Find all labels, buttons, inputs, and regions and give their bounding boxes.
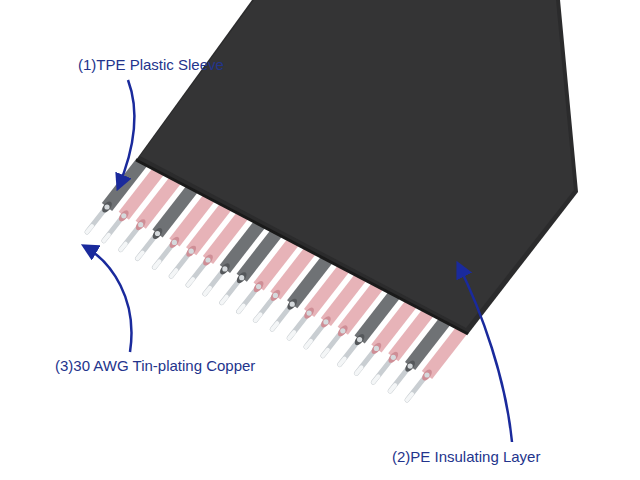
leader-arrow — [118, 80, 134, 188]
leader-arrow — [84, 246, 131, 352]
ribbon-body — [136, 0, 578, 334]
callout-label: (1)TPE Plastic Sleeve — [78, 56, 224, 74]
ribbon-top — [140, 0, 574, 328]
callout-label: (2)PE Insulating Layer — [392, 448, 540, 466]
leader-arrow — [458, 264, 512, 442]
ribbon-edge — [136, 160, 468, 334]
callout-label: (3)30 AWG Tin-plating Copper — [55, 357, 255, 375]
